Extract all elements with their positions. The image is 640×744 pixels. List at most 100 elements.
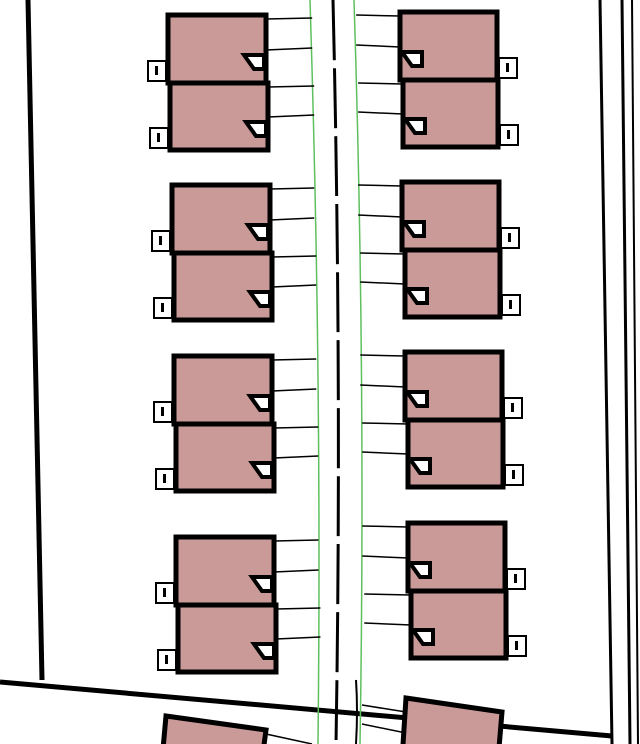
driveway-line xyxy=(269,217,315,221)
house-right-12 xyxy=(360,349,523,423)
house-footprint xyxy=(405,520,508,594)
house-right-10 xyxy=(358,179,520,253)
entrance-porch xyxy=(244,223,270,241)
shed-marker xyxy=(506,63,509,72)
road xyxy=(309,0,363,744)
entrance-porch xyxy=(406,561,432,579)
house-footprint xyxy=(173,421,277,494)
driveway-line xyxy=(358,111,404,115)
driveway-line xyxy=(358,214,403,218)
shed-marker xyxy=(515,641,518,650)
shed-marker xyxy=(509,300,512,309)
house-partial-right xyxy=(400,695,505,744)
house-footprint xyxy=(397,9,500,83)
house-footprint xyxy=(173,534,277,608)
house-left-5 xyxy=(155,421,319,494)
driveway-line xyxy=(265,733,313,744)
driveway-line xyxy=(364,622,412,626)
house-footprint xyxy=(400,77,501,150)
driveway-line xyxy=(360,252,406,255)
entrance-porch xyxy=(400,220,426,238)
driveway-line xyxy=(273,426,319,429)
shed-marker xyxy=(157,133,160,142)
left-boundary-line xyxy=(25,0,45,681)
road-centerline xyxy=(331,0,340,744)
driveway-line xyxy=(265,17,313,20)
shed-marker xyxy=(161,303,164,312)
house-footprint xyxy=(408,588,509,661)
house-left-1 xyxy=(149,80,315,153)
driveway-line xyxy=(271,358,317,361)
house-right-11 xyxy=(360,247,521,320)
road-edge-left xyxy=(309,0,320,744)
driveway-line xyxy=(267,114,315,118)
house-right-9 xyxy=(358,77,519,150)
house-left-7 xyxy=(157,602,321,675)
driveway-line xyxy=(275,636,321,640)
driveway-line xyxy=(358,82,404,85)
driveway-line xyxy=(362,451,409,455)
driveway-line xyxy=(356,14,401,17)
entrance-porch xyxy=(401,117,427,135)
bottom-boundary-line xyxy=(0,679,613,739)
entrance-porch xyxy=(406,457,432,475)
entrance-porch xyxy=(409,628,435,646)
house-right-15 xyxy=(364,588,527,661)
shed-marker xyxy=(163,474,166,483)
driveway-line xyxy=(362,555,409,559)
shed-marker xyxy=(511,403,514,412)
shed-marker xyxy=(507,130,510,139)
driveway-line xyxy=(364,593,412,596)
houses xyxy=(147,9,527,744)
driveway-line xyxy=(269,187,315,190)
entrance-porch xyxy=(246,290,272,308)
right-boundary-line xyxy=(598,0,614,744)
house-left-4 xyxy=(153,353,317,427)
house-left-3 xyxy=(153,250,317,323)
shed-marker xyxy=(514,574,517,583)
house-footprint xyxy=(169,182,273,256)
house-footprint xyxy=(405,417,506,490)
driveway-line xyxy=(273,455,319,459)
house-footprint xyxy=(402,247,503,320)
shed-marker xyxy=(163,588,166,597)
entrance-porch xyxy=(403,390,429,408)
house-footprint xyxy=(167,80,271,153)
driveway-line xyxy=(271,255,317,258)
shed-marker xyxy=(159,236,162,245)
house-left-0 xyxy=(147,12,313,86)
driveway-line xyxy=(273,539,319,542)
driveway-line xyxy=(273,569,319,573)
driveway-line xyxy=(362,525,409,528)
driveway-line xyxy=(271,388,317,392)
driveway-line xyxy=(271,284,317,288)
road-kerb-right xyxy=(355,679,358,744)
shed-marker xyxy=(155,66,158,75)
entrance-porch xyxy=(248,461,274,479)
entrance-porch xyxy=(250,642,276,660)
driveway-line xyxy=(275,607,321,610)
right-boundary-line-outer2 xyxy=(631,0,639,744)
driveway-line xyxy=(360,354,406,357)
driveway-line xyxy=(265,47,313,51)
entrance-porch xyxy=(242,120,268,138)
house-footprint xyxy=(171,250,275,323)
shed-marker xyxy=(508,233,511,242)
house-footprint xyxy=(175,602,279,675)
house-right-8 xyxy=(356,9,518,83)
entrance-porch xyxy=(403,287,429,305)
driveway-line xyxy=(267,85,315,88)
shed-marker xyxy=(161,407,164,416)
house-footprint xyxy=(171,353,275,427)
house-left-6 xyxy=(155,534,319,608)
driveway-line xyxy=(360,281,406,285)
driveway-line xyxy=(356,44,401,48)
entrance-porch xyxy=(246,394,272,412)
driveway-line xyxy=(360,384,406,388)
house-footprint xyxy=(399,179,502,253)
driveway-line xyxy=(361,723,407,734)
entrance-porch xyxy=(248,575,274,593)
driveway-line xyxy=(361,704,407,713)
